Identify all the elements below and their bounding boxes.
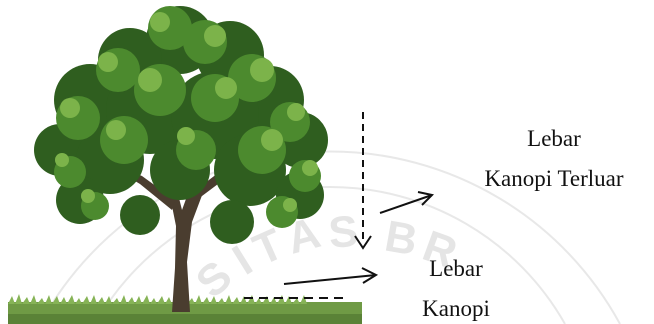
canopy-arrow bbox=[284, 268, 376, 284]
outer-canopy-arrow bbox=[380, 192, 432, 213]
svg-text:S: S bbox=[327, 207, 361, 258]
canopy-label-line2: Kanopi bbox=[422, 296, 490, 321]
outer-canopy-label-line1: Lebar bbox=[527, 126, 581, 151]
svg-text:B: B bbox=[381, 212, 421, 266]
canopy-label-line1: Lebar bbox=[429, 256, 483, 281]
outer-canopy-label-line2: Kanopi Terluar bbox=[484, 166, 623, 191]
